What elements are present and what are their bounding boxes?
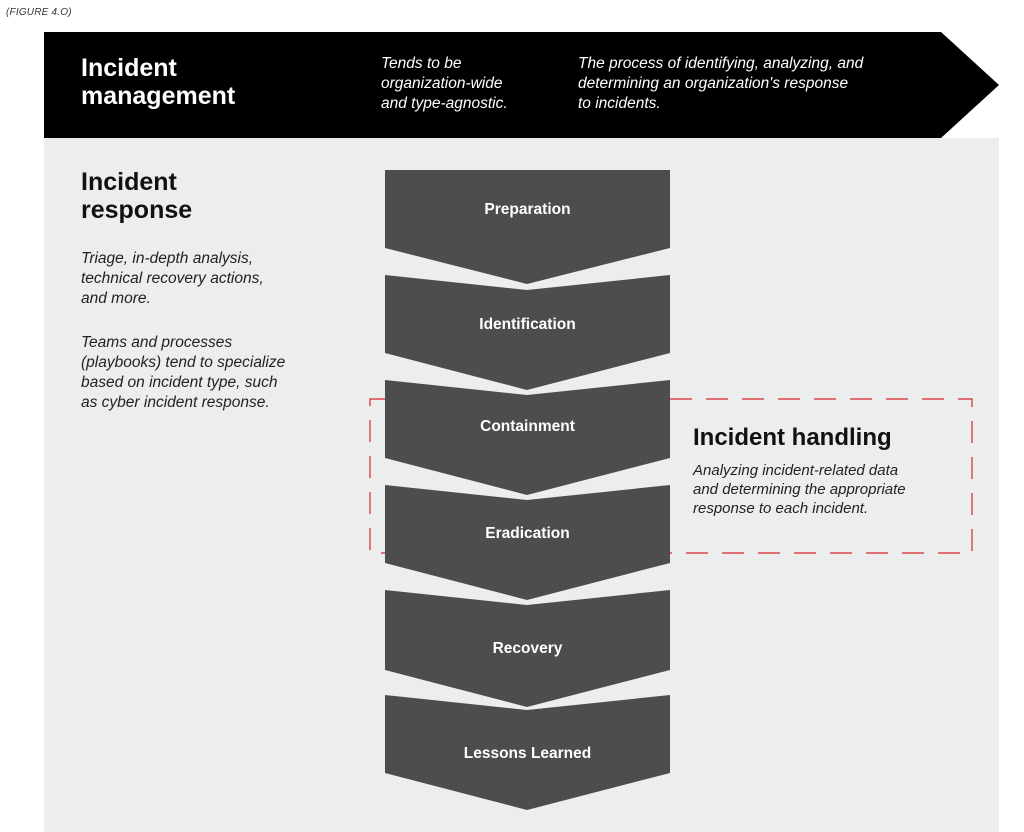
step-label-lessons-learned: Lessons Learned [463, 745, 592, 762]
incident-management-scope: Tends to be organization-wide and type-a… [381, 55, 508, 112]
incident-management-definition: The process of identifying, analyzing, a… [578, 55, 864, 112]
incident-response-specialization: Teams and processes (playbooks) tend to … [81, 334, 286, 411]
step-label-recovery: Recovery [492, 640, 563, 657]
figure-label: (FIGURE 4.O) [6, 7, 72, 18]
incident-handling-title: Incident handling [693, 424, 892, 451]
step-chevron-preparation [385, 170, 670, 284]
incident-handling-description: Analyzing incident-related data and dete… [693, 462, 906, 517]
step-chevron-containment [385, 380, 670, 495]
step-label-identification: Identification [479, 316, 576, 333]
step-label-eradication: Eradication [485, 525, 570, 542]
step-label-containment: Containment [480, 418, 575, 435]
step-label-preparation: Preparation [484, 201, 571, 218]
incident-management-title: Incident management [81, 54, 236, 110]
incident-response-title: Incident response [81, 168, 193, 224]
incident-response-description: Triage, in-depth analysis, technical rec… [81, 250, 264, 307]
